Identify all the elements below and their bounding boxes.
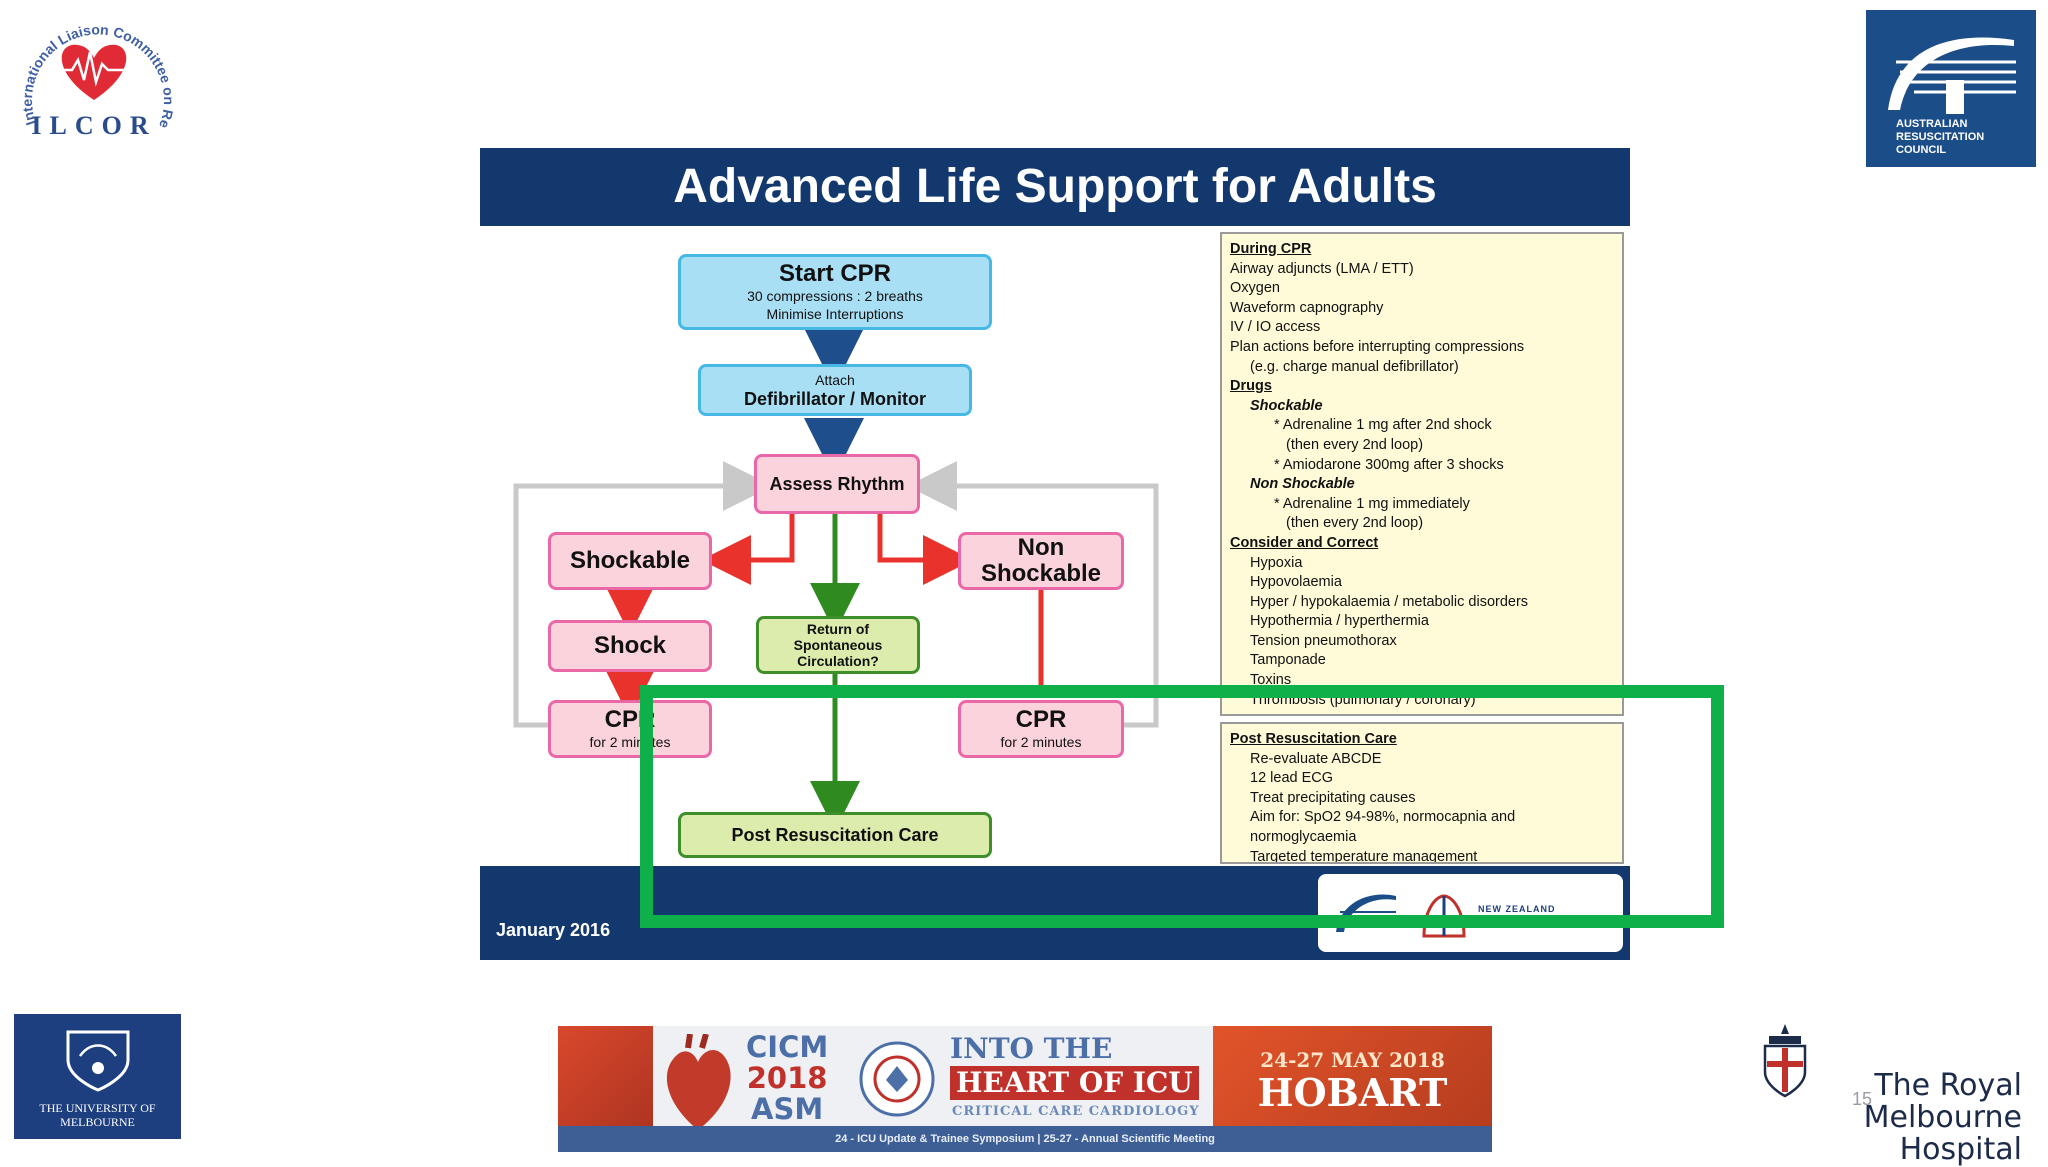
post-panel-item: Aim for: SpO2 94-98%, normocapnia and [1250,809,1516,826]
highlight-box [640,685,1724,928]
during-cpr-panel: During CPR Airway adjuncts (LMA / ETT) O… [1220,232,1624,716]
shock-box: Shock [548,620,712,672]
arc-logo-text: AUSTRALIAN RESUSCITATION COUNCIL [1896,118,1985,156]
cicm-seal-icon [859,1041,935,1117]
uom-logo-text: THE UNIVERSITY OF MELBOURNE [39,1101,156,1129]
rmh-logo-text: The Royal Melbourne Hospital [1863,1068,2022,1167]
banner-critical-care-cardiology: CRITICAL CARE CARDIOLOGY [952,1104,1200,1119]
slide-title: Advanced Life Support for Adults [480,148,1630,226]
start-cpr-line1: 30 compressions : 2 breaths [747,288,923,304]
cpr-right-box: CPR for 2 minutes [958,700,1124,758]
post-panel-heading: Post Resuscitation Care [1230,731,1397,747]
banner-strip: 24 - ICU Update & Trainee Symposium | 25… [558,1126,1492,1152]
banner-cicm: CICM 2018 ASM [746,1032,828,1125]
during-item: IV / IO access [1230,319,1321,336]
cpr-right-title: CPR [1015,706,1067,733]
post-panel-item: Targeted temperature management [1250,848,1478,864]
drug-item: (then every 2nd loop) [1286,436,1424,453]
drugs-shockable-label: Shockable [1250,397,1323,414]
during-item: Oxygen [1230,280,1280,297]
ecg-line-icon [52,51,136,87]
defibrillator-monitor-label: Defibrillator / Monitor [744,388,926,409]
drug-item: (then every 2nd loop) [1286,515,1424,532]
drugs-heading: Drugs [1230,378,1272,395]
shockable-box: Shockable [548,532,712,590]
post-panel-item: Re-evaluate ABCDE [1250,750,1382,767]
non-shockable-label: Non Shockable [980,534,1102,587]
banner-dates: 24-27 MAY 2018 [1260,1048,1445,1072]
consider-item: Toxins [1250,672,1292,689]
during-cpr-heading: During CPR [1230,241,1312,257]
post-panel-item: 12 lead ECG [1250,770,1334,787]
post-resuscitation-box: Post Resuscitation Care [678,812,992,858]
banner-into-the: INTO THE [950,1032,1113,1065]
during-item: (e.g. charge manual defibrillator) [1250,358,1459,375]
uom-crest-icon [66,1030,130,1092]
alg-slide: Advanced Life Support for Adults Start C… [480,148,1630,960]
post-resuscitation-panel: Post Resuscitation Care Re-evaluate ABCD… [1220,722,1624,864]
consider-item: Hypovolaemia [1250,574,1342,591]
start-cpr-line2: Minimise Interruptions [766,306,904,322]
rosc-box: Return of Spontaneous Circulation? [756,616,920,674]
anatomical-heart-icon [666,1034,731,1130]
ilcor-logo: International Liaison Committee on Resus… [8,8,177,140]
drug-item: * Adrenaline 1 mg after 2nd shock [1274,417,1492,434]
banner-heart-of-icu: HEART OF ICU [950,1066,1199,1100]
attach-label: Attach [815,371,855,388]
consider-item: Hyper / hypokalaemia / metabolic disorde… [1250,593,1529,610]
loop-left [513,461,773,728]
attach-defibrillator-box: Attach Defibrillator / Monitor [698,364,972,416]
banner-city: HOBART [1257,1070,1448,1115]
flow-connectors [513,328,1159,831]
arrow-assess-nonshockable [877,514,973,585]
consider-heading: Consider and Correct [1230,534,1379,551]
rmh-crest-icon [1763,1024,1807,1098]
start-cpr-box: Start CPR 30 compressions : 2 breaths Mi… [678,254,992,330]
during-item: Airway adjuncts (LMA / ETT) [1230,260,1414,277]
university-of-melbourne-logo: THE UNIVERSITY OF MELBOURNE [14,1014,181,1139]
nz-council-text: NEW ZEALAND [1478,904,1556,914]
cpr-right-sub: for 2 minutes [1000,734,1082,750]
consider-item: Hypothermia / hyperthermia [1250,613,1429,630]
opera-house-icon [1888,37,2016,114]
page-number: 15 [1852,1089,1873,1109]
slide-footer: January 2016 NEW ZEALAND WHAKAHAURA AOTE… [480,866,1630,960]
non-shockable-box: Non Shockable [958,532,1124,590]
consider-item: Hypoxia [1250,554,1303,571]
arc-logo: AUSTRALIAN RESUSCITATION COUNCIL [1866,10,2036,167]
start-cpr-title: Start CPR [778,260,892,287]
consider-item: Tension pneumothorax [1250,632,1397,649]
assess-rhythm-box: Assess Rhythm [754,454,920,514]
drug-item: * Adrenaline 1 mg immediately [1274,495,1470,512]
loop-right [907,461,1159,728]
during-item: Plan actions before interrupting compres… [1230,338,1525,355]
rosc-label: Return of Spontaneous Circulation? [793,621,883,669]
arrow-assess-shockable [701,514,795,585]
banner-cicm-line3: ASM [751,1092,824,1126]
post-resuscitation-label: Post Resuscitation Care [731,824,939,845]
post-panel-item: Treat precipitating causes [1250,789,1416,806]
banner-cicm-line1: CICM [746,1030,829,1064]
shock-label: Shock [593,632,667,659]
shockable-label: Shockable [569,547,691,574]
consider-item: Tamponade [1250,652,1326,669]
ilcor-letters: ILCOR [31,111,156,140]
post-panel-item: normoglycaemia [1250,828,1357,845]
drug-item: * Amiodarone 300mg after 3 shocks [1274,456,1504,473]
banner-cicm-line2: 2018 [746,1061,828,1095]
conference-banner: CICM 2018 ASM INTO THE HEART OF ICU CRIT… [558,1026,1492,1152]
footer-date: January 2016 [496,920,611,940]
during-item: Waveform capnography [1230,299,1384,316]
assess-rhythm-label: Assess Rhythm [769,473,905,494]
drugs-non-shockable-label: Non Shockable [1250,476,1355,493]
